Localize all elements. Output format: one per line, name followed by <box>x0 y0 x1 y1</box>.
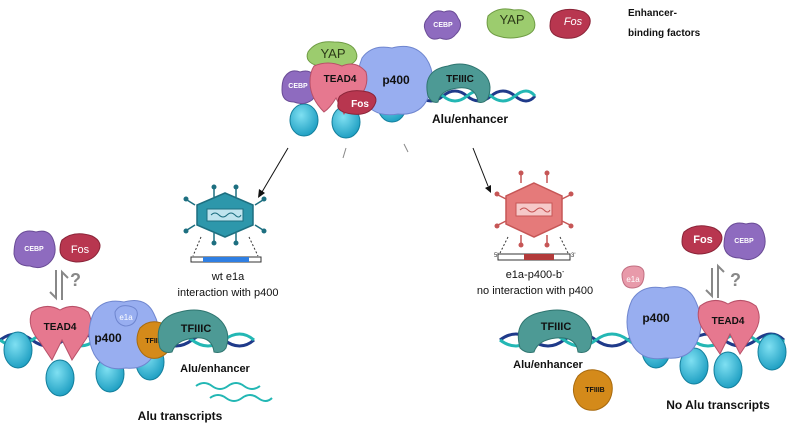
left-fos-protein: Fos <box>59 233 101 263</box>
top-fos-protein: Fos <box>337 90 377 115</box>
top-p400-label: p400 <box>382 73 410 87</box>
right-arrow-head <box>485 185 491 193</box>
left-arrow-line <box>261 147 289 193</box>
left-tfiiic-label: TFIIIC <box>181 323 212 335</box>
left-free-factors: CEBP Fos ? <box>13 230 101 301</box>
left-e1a-protein: e1a <box>114 305 138 327</box>
legend-cebp-protein: CEBP <box>423 10 462 40</box>
legend-cebp-label: CEBP <box>433 22 453 29</box>
left-virus-label-line2: interaction with p400 <box>178 287 279 299</box>
right-free-factors: e1a Fos CEBP ? <box>621 222 766 299</box>
top-p400-protein: p400 <box>357 45 433 116</box>
left-tead4-protein: TEAD4 <box>29 306 92 361</box>
left-tfiiic-protein: TFIIIC <box>157 309 229 353</box>
right-tfiiic-protein: TFIIIC <box>517 309 593 353</box>
left-virus: wt e1a interaction with p400 <box>178 184 279 299</box>
left-p400-label: p400 <box>94 331 122 345</box>
left-virus-label-line1: wt e1a <box>211 271 245 283</box>
legend-fos-protein: Fos <box>549 8 591 39</box>
left-complex: TEAD4 p400 e1a TFIIIB TFIIIC Alu/enhance… <box>0 300 273 423</box>
top-yap-label: YAP <box>320 46 345 61</box>
tick-mark-a <box>342 147 347 159</box>
right-virus-label-sup: - <box>562 269 565 276</box>
top-tfiiic-protein: TFIIIC <box>426 63 491 103</box>
right-virus-3prime: 3' <box>571 253 575 259</box>
right-virus-label-line1: e1a-p400-b- <box>506 269 565 281</box>
right-p400-protein: p400 <box>626 286 702 360</box>
top-fos-label: Fos <box>351 99 369 110</box>
right-tfiiib-protein: TFIIIB <box>572 369 613 411</box>
top-cebp-protein: CEBP <box>281 70 318 105</box>
right-alu-label: Alu/enhancer <box>513 359 583 371</box>
right-tfiiib-label: TFIIIB <box>585 387 604 394</box>
right-virus-label-main: e1a-p400-b <box>506 269 562 281</box>
legend-yap-protein: YAP <box>486 8 536 39</box>
tick-mark-b <box>403 143 409 153</box>
right-equilibrium-arrows <box>705 263 725 299</box>
left-equilibrium-arrows <box>49 269 69 301</box>
right-e1a-protein: e1a <box>621 265 645 289</box>
top-tead4-label: TEAD4 <box>324 74 357 85</box>
right-cebp-label: CEBP <box>734 238 754 245</box>
legend-fos-label: Fos <box>564 16 583 28</box>
right-fos-protein: Fos <box>681 225 723 255</box>
left-cebp-label: CEBP <box>24 246 44 253</box>
left-tead4-label: TEAD4 <box>44 322 77 333</box>
left-transcripts-label: Alu transcripts <box>138 409 223 423</box>
left-e1a-label: e1a <box>119 313 133 322</box>
left-arrow-head <box>258 189 265 198</box>
right-complex: TFIIIC p400 TEAD4 Alu/enhancer TFIIIB No… <box>499 286 787 412</box>
left-fos-label: Fos <box>71 244 90 256</box>
right-p400-label: p400 <box>642 311 670 325</box>
right-virus-5prime: 5' <box>494 253 498 259</box>
top-cebp-label: CEBP <box>288 83 308 90</box>
legend-title-line2: binding factors <box>628 28 701 39</box>
legend-yap-label: YAP <box>499 12 524 27</box>
left-transcript-waves <box>195 382 273 402</box>
right-arrow-line <box>472 147 489 187</box>
legend: CEBP YAP Fos Enhancer- binding factors <box>423 8 701 40</box>
right-e1a-label: e1a <box>626 275 640 284</box>
top-alu-label: Alu/enhancer <box>432 112 508 126</box>
right-virus: 5' 3' e1a-p400-b- no interaction with p4… <box>477 170 593 297</box>
right-nucleosomes <box>641 331 787 389</box>
left-tfiiib-label: TFIIIB <box>145 338 164 345</box>
left-cebp-protein: CEBP <box>13 230 56 269</box>
legend-title-line1: Enhancer- <box>628 8 677 19</box>
right-tead4-protein: TEAD4 <box>697 300 760 355</box>
right-question-mark: ? <box>730 270 741 290</box>
right-tfiiic-label: TFIIIC <box>541 321 572 333</box>
left-alu-label: Alu/enhancer <box>180 363 250 375</box>
right-transcripts-label: No Alu transcripts <box>666 398 770 412</box>
top-tfiiic-label: TFIIIC <box>446 74 474 85</box>
right-cebp-protein: CEBP <box>723 222 766 261</box>
right-fos-label: Fos <box>693 234 713 246</box>
left-question-mark: ? <box>70 270 81 290</box>
right-tead4-label: TEAD4 <box>712 316 745 327</box>
right-virus-label-line2: no interaction with p400 <box>477 285 593 297</box>
top-complex: YAP CEBP p400 TEAD4 Fos TFIIIC Alu/enhan… <box>281 41 537 139</box>
